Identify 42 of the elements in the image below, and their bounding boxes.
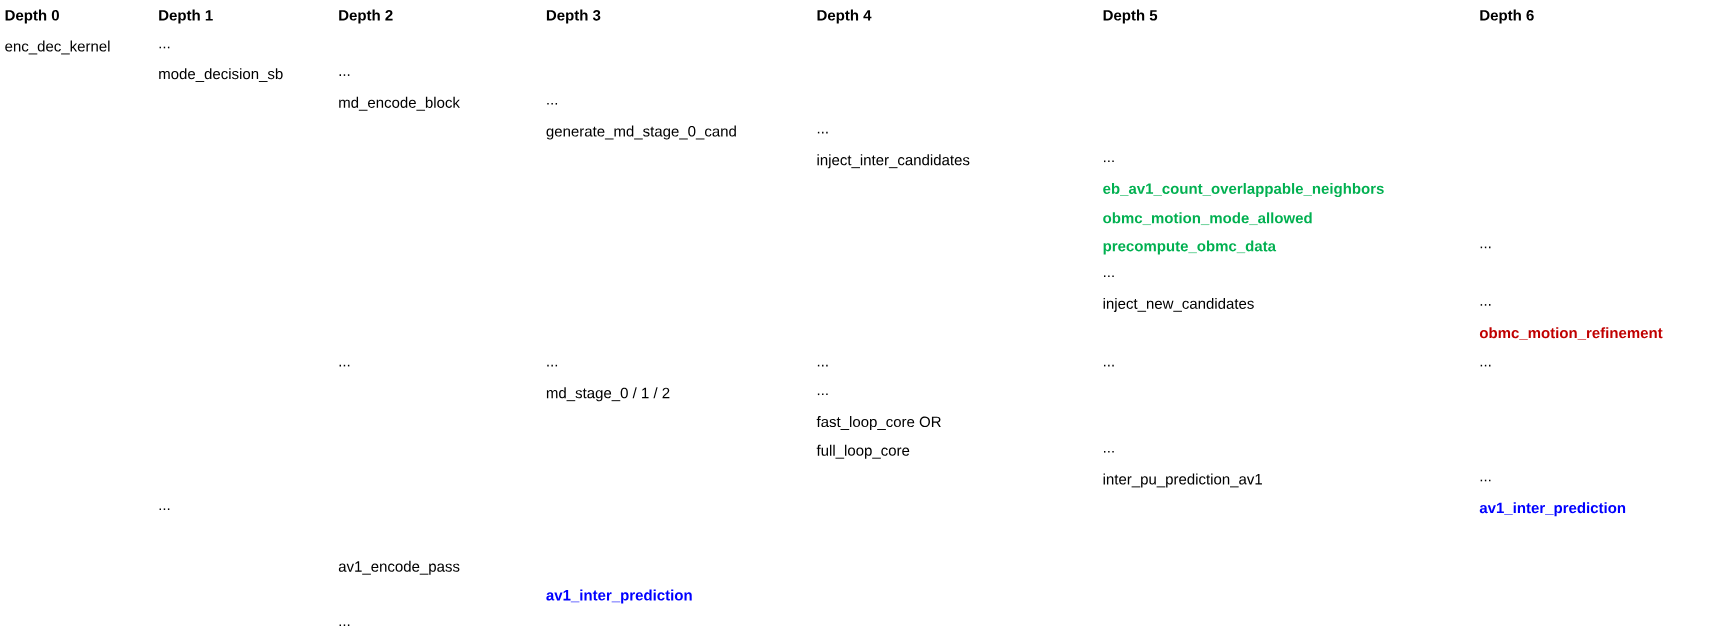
cell-text: ...	[159, 508, 170, 510]
cell-text: generate_md_stage_0_cand	[546, 125, 736, 140]
cell-text: md_encode_block	[339, 96, 460, 111]
cell-text: av1_inter_prediction	[546, 589, 692, 604]
cell-text: ...	[339, 364, 350, 367]
cell-text: ...	[1104, 275, 1114, 277]
cell-text: ...	[817, 131, 828, 134]
column-header: Depth 3	[546, 9, 601, 24]
cell-text: obmc_motion_mode_allowed	[1103, 212, 1312, 226]
cell-text: ...	[817, 364, 828, 367]
column-header: Depth 1	[159, 9, 213, 24]
cell-text: ...	[1104, 160, 1114, 163]
cell-text: ...	[339, 624, 350, 626]
column-header: Depth 6	[1480, 9, 1534, 24]
cell-text: ...	[547, 364, 558, 367]
cell-text: ...	[159, 46, 170, 49]
cell-text: precompute_obmc_data	[1103, 240, 1277, 255]
column-header: Depth 0	[5, 9, 59, 24]
cell-text: av1_inter_prediction	[1479, 502, 1626, 517]
column-header: Depth 4	[817, 9, 872, 24]
cell-text: mode_decision_sb	[159, 68, 283, 82]
cell-text: obmc_motion_refinement	[1479, 327, 1663, 340]
cell-text: full_loop_core	[816, 444, 910, 459]
cell-text: inter_pu_prediction_av1	[1103, 473, 1262, 488]
cell-text: ...	[547, 103, 558, 105]
cell-text: inject_new_candidates	[1103, 297, 1254, 312]
cell-text: ...	[817, 393, 828, 396]
cell-text: fast_loop_core OR	[816, 416, 941, 431]
cell-text: ...	[1480, 304, 1491, 306]
cell-text: ...	[1104, 364, 1114, 367]
cell-text: ...	[1104, 451, 1114, 453]
cell-text: av1_encode_pass	[338, 560, 460, 575]
cell-text: eb_av1_count_overlappable_neighbors	[1103, 182, 1384, 197]
cell-text: ...	[1480, 364, 1491, 367]
cell-text: ...	[339, 74, 350, 76]
cell-text: ...	[1480, 246, 1491, 249]
cell-text: md_stage_0 / 1 / 2	[546, 387, 670, 402]
cell-text: enc_dec_kernel	[5, 40, 110, 55]
column-header: Depth 5	[1103, 9, 1158, 24]
cell-text: ...	[1480, 479, 1491, 482]
cell-text: inject_inter_candidates	[817, 154, 970, 169]
column-header: Depth 2	[339, 9, 393, 24]
